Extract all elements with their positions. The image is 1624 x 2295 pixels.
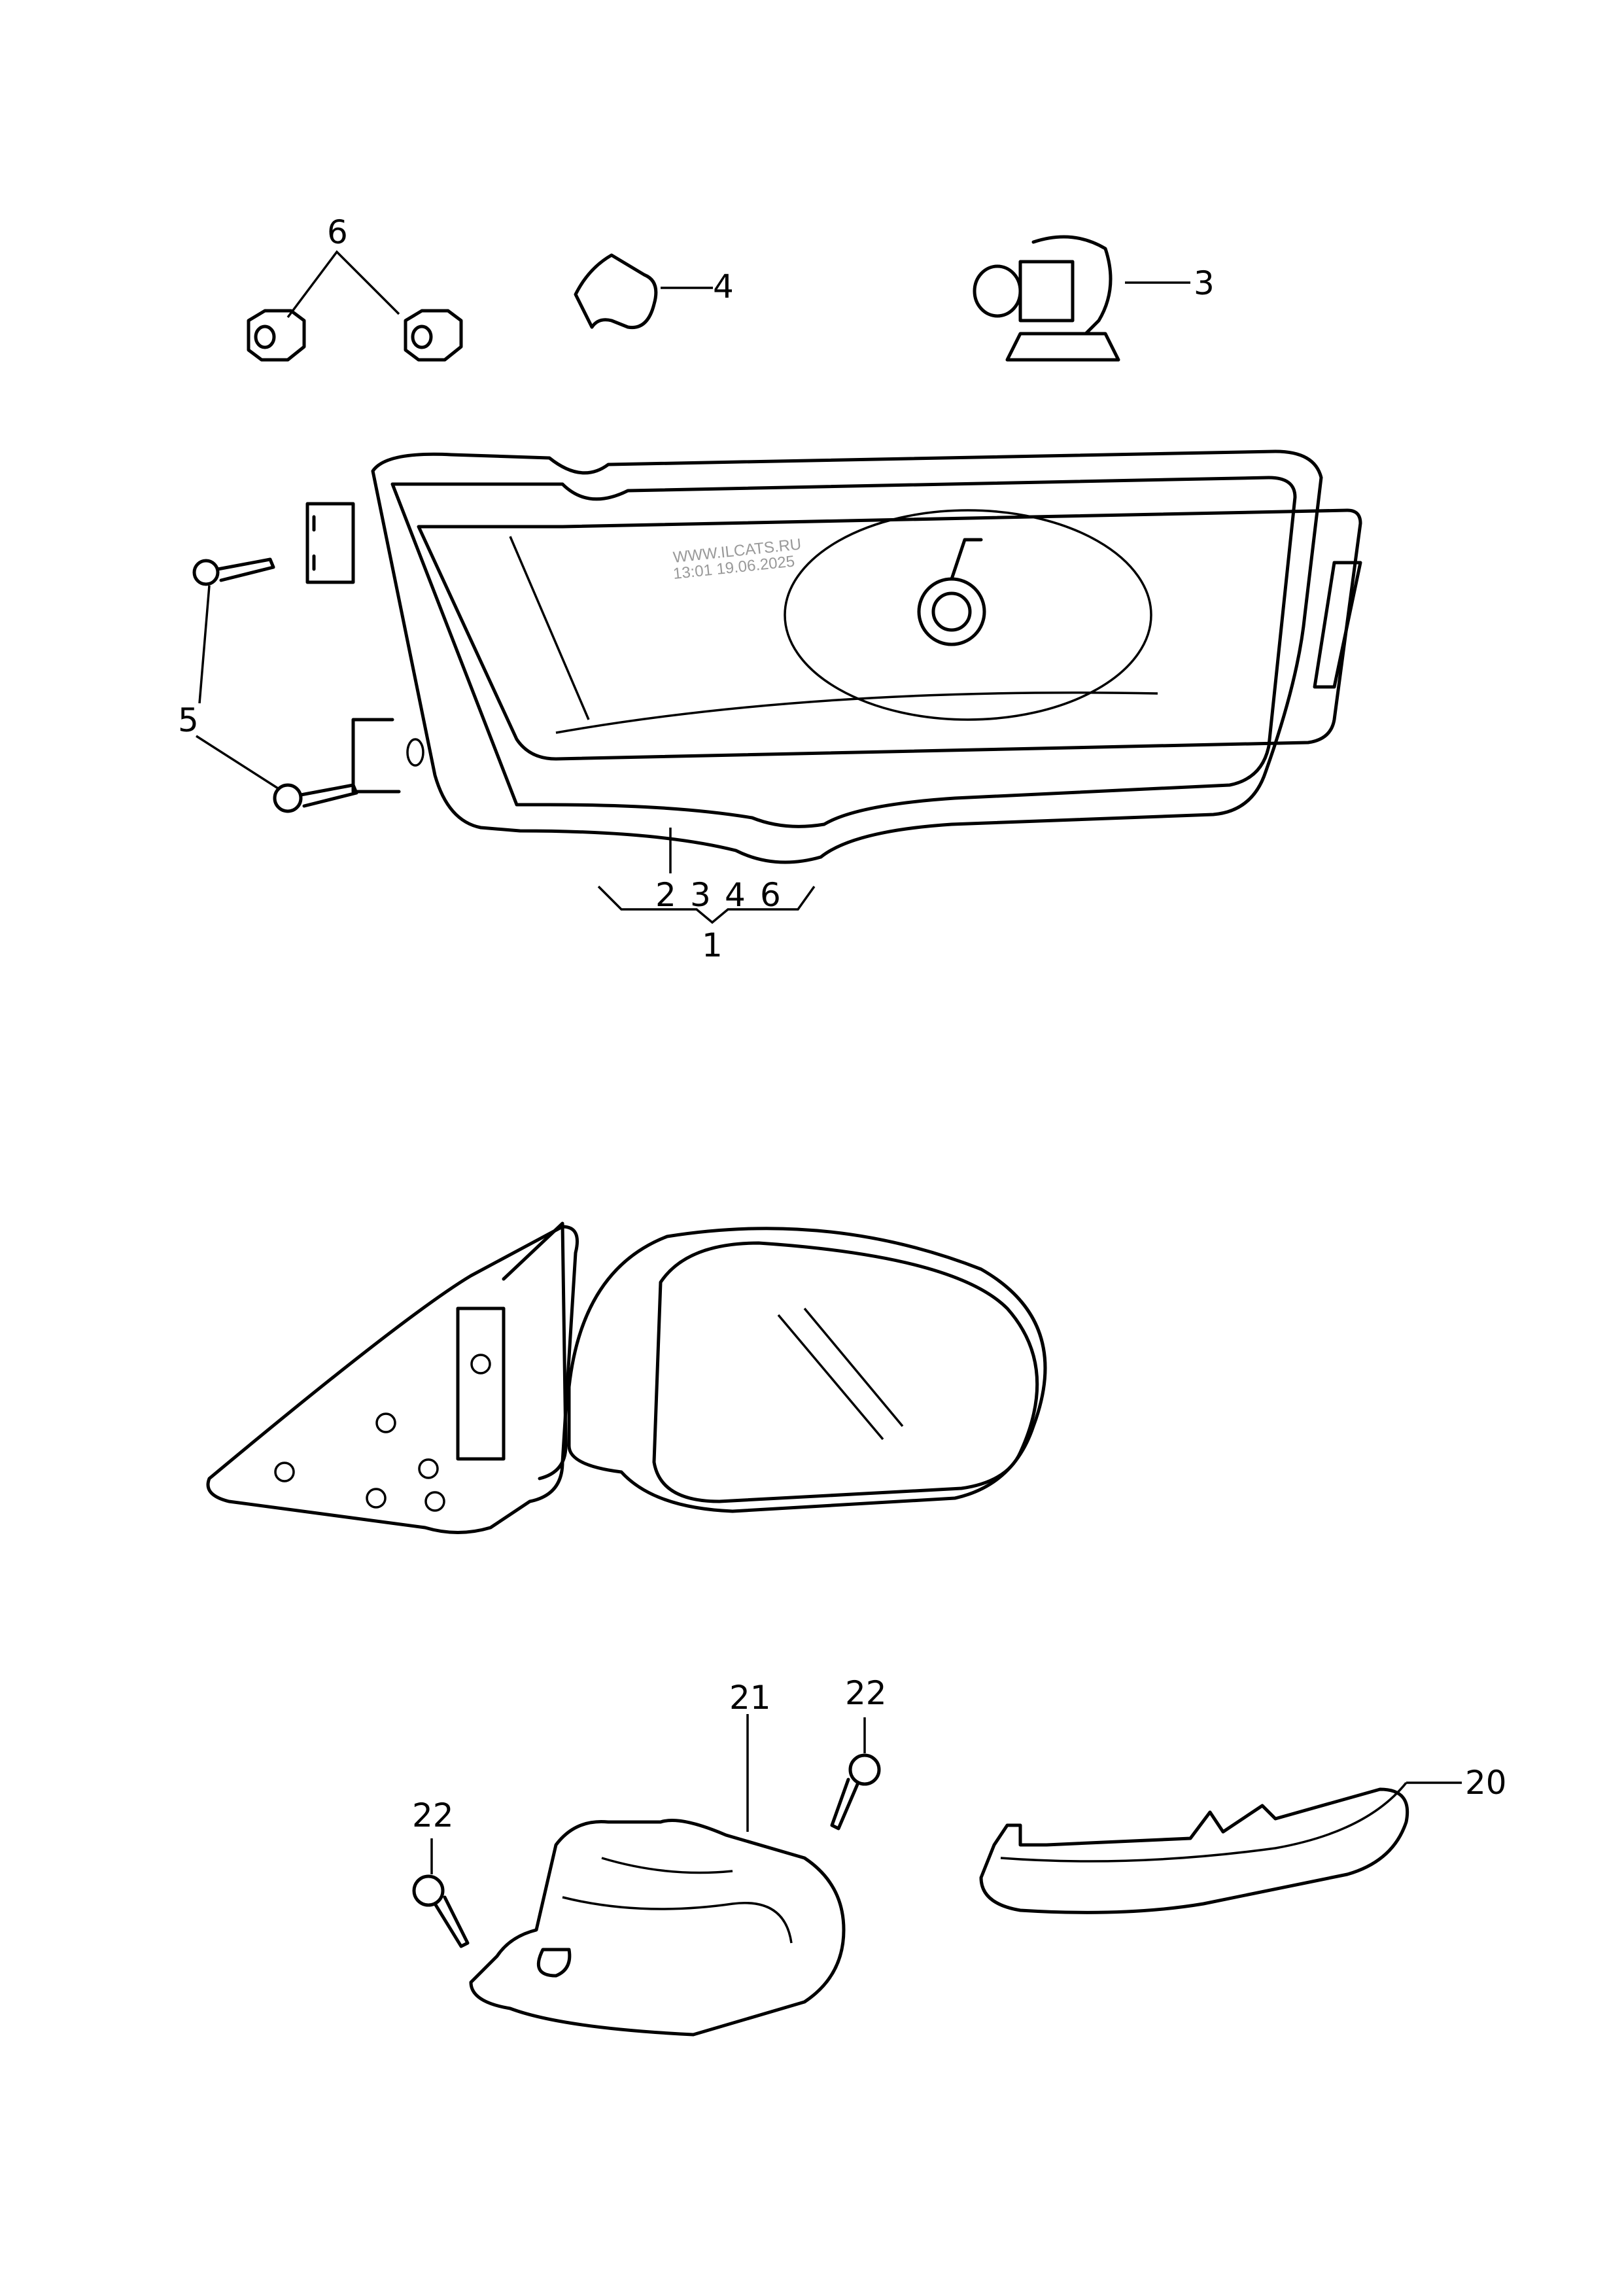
label-part-22-a: 22 [845,1674,887,1712]
turn-signal-part-20[interactable] [979,1781,1462,1914]
label-part-21: 21 [729,1679,771,1717]
label-group-3: 3 [690,876,711,914]
clip-nut-part-6[interactable] [247,250,463,362]
label-part-6: 6 [327,213,348,251]
label-part-3: 3 [1194,264,1215,302]
label-part-5: 5 [178,701,199,739]
label-group-4: 4 [725,876,746,914]
side-mirror-assembly[interactable] [206,1221,1047,1534]
screw-part-22[interactable] [412,1717,881,1948]
screw-part-5[interactable] [192,557,358,813]
label-part-1: 1 [702,926,723,964]
label-part-20: 20 [1465,1764,1507,1802]
label-part-4: 4 [713,268,734,306]
bulb-part-3[interactable] [973,235,1190,362]
mirror-cover-part-21[interactable] [469,1714,846,2037]
group-bracket [597,885,816,924]
hose-part-4[interactable] [574,253,713,330]
fog-lamp-part-1[interactable] [305,449,1362,873]
label-group-2: 2 [655,876,676,914]
label-part-22-b: 22 [412,1796,454,1834]
label-group-6: 6 [760,876,781,914]
